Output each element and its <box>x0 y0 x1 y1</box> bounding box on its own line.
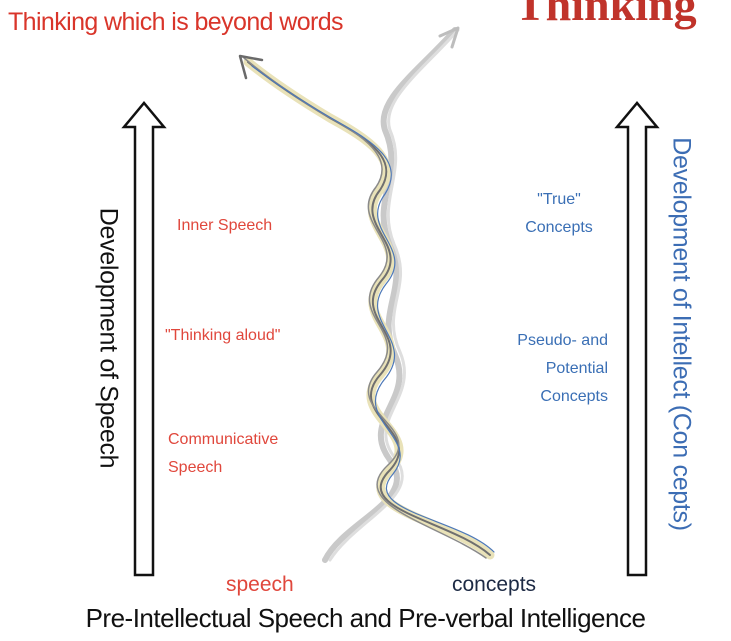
stage-true-line-2: Concepts <box>525 219 593 236</box>
stage-communicative-speech: Communicative Speech <box>168 426 278 482</box>
stage-communicative-line-2: Speech <box>168 459 223 476</box>
right-up-arrow <box>614 101 660 577</box>
stage-pseudo-concepts: Pseudo- and Potential Concepts <box>470 327 608 411</box>
right-axis-label: Development of Intellect (Con cepts) <box>667 137 696 531</box>
bottom-speech-label: speech <box>226 573 294 596</box>
stage-pseudo-line-3: Concepts <box>540 388 608 405</box>
top-title: Thinking which is beyond words <box>8 8 344 36</box>
stage-pseudo-line-2: Potential <box>545 360 608 377</box>
footer-caption: Pre-Intellectual Speech and Pre-verbal I… <box>85 603 646 633</box>
bottom-concepts-label: concepts <box>452 573 537 596</box>
stage-pseudo-line-1: Pseudo- and <box>517 332 608 349</box>
speech-strand <box>238 54 495 560</box>
stage-communicative-line-1: Communicative <box>168 431 279 448</box>
concepts-strand <box>322 26 460 563</box>
stage-true-concepts: "True" Concepts <box>514 186 604 242</box>
stage-thinking-aloud: "Thinking aloud" <box>165 327 281 344</box>
corner-title: Thinking <box>515 0 697 30</box>
stage-inner-speech: Inner Speech <box>177 217 273 234</box>
left-axis-label: Development of Speech <box>94 207 123 469</box>
stage-true-line-1: "True" <box>537 191 581 208</box>
left-up-arrow <box>121 101 167 577</box>
